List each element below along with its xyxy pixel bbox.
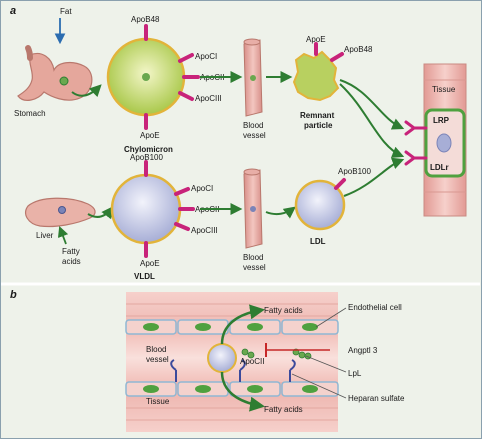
blood-vessel-top-label-1: Blood bbox=[243, 121, 263, 130]
blood-vessel-bottom bbox=[243, 168, 263, 249]
blood-vessel-b-label-2: vessel bbox=[146, 355, 169, 364]
ldl-particle bbox=[294, 178, 346, 231]
chylomicron-particle bbox=[106, 24, 200, 130]
fatty-acids-label-2: acids bbox=[62, 257, 81, 266]
lumen-particle bbox=[207, 343, 237, 373]
vldl-apob100-label: ApoB100 bbox=[130, 153, 163, 162]
remnant-to-ldlr-arrow bbox=[339, 83, 405, 158]
vldl-apoe-label: ApoE bbox=[140, 259, 160, 268]
remnant-to-lrp-arrow bbox=[339, 79, 405, 130]
vldl-apociii-label: ApoCIII bbox=[191, 226, 218, 235]
ldl-label: LDL bbox=[310, 237, 326, 246]
ldl-to-ldlr-arrow bbox=[343, 157, 405, 197]
blood-vessel-top-label-2: vessel bbox=[243, 131, 266, 140]
remnant-particle bbox=[292, 42, 344, 102]
lpl-leader bbox=[305, 355, 347, 373]
lrp-receptor bbox=[404, 120, 428, 136]
remnant-label-1: Remnant bbox=[300, 111, 335, 120]
tissue-b-label: Tissue bbox=[146, 397, 170, 406]
fatty-acids-up-arrow bbox=[220, 304, 265, 345]
blood-vessel-bottom-label-1: Blood bbox=[243, 253, 263, 262]
blood-vessel-bottom-label-2: vessel bbox=[243, 263, 266, 272]
endothelial-leader bbox=[315, 307, 347, 328]
remnant-label-2: particle bbox=[304, 121, 333, 130]
panel-b-letter: b bbox=[10, 289, 17, 301]
ldl-apob100-label: ApoB100 bbox=[338, 167, 371, 176]
fatty-acids-bottom-label: Fatty acids bbox=[264, 405, 303, 414]
liver-to-vldl-arrow bbox=[87, 206, 114, 220]
liver-label: Liver bbox=[36, 231, 54, 240]
chylomicron-apob48-label: ApoB48 bbox=[131, 15, 160, 24]
endothelial-row-top bbox=[125, 319, 339, 335]
fatty-acids-label-1: Fatty bbox=[62, 247, 80, 256]
heparan-leader bbox=[291, 373, 347, 399]
angptl3-label: Angptl 3 bbox=[348, 346, 378, 355]
chylomicron-apociii-label: ApoCIII bbox=[195, 94, 222, 103]
vldl-label: VLDL bbox=[134, 272, 155, 281]
stomach-label: Stomach bbox=[14, 109, 46, 118]
heparan-sulfate-label: Heparan sulfate bbox=[348, 394, 405, 403]
tissue-block bbox=[423, 63, 467, 217]
endothelial-row-bottom bbox=[125, 381, 339, 397]
heparan-sulfate-anchors bbox=[170, 359, 296, 382]
stomach-icon bbox=[17, 45, 93, 101]
fatty-acids-down-arrow bbox=[220, 371, 265, 412]
vldl-particle bbox=[110, 160, 195, 258]
chylomicron-apoci-label: ApoCI bbox=[195, 52, 217, 61]
remnant-apoe-label: ApoE bbox=[306, 35, 326, 44]
ldlr-receptor bbox=[404, 150, 428, 166]
liver-icon bbox=[25, 197, 96, 228]
stomach-to-chylomicron-arrow bbox=[71, 84, 102, 98]
lpl-label: LpL bbox=[348, 369, 362, 378]
panel-a-letter: a bbox=[10, 5, 16, 17]
tissue-label: Tissue bbox=[432, 85, 456, 94]
apocii-b-label: ApoCII bbox=[240, 357, 264, 366]
vldl-apoci-label: ApoCI bbox=[191, 184, 213, 193]
remnant-apob48-label: ApoB48 bbox=[344, 45, 373, 54]
fat-label: Fat bbox=[60, 7, 72, 16]
chylomicron-label: Chylomicron bbox=[124, 145, 173, 154]
chylomicron-apoe-label: ApoE bbox=[140, 131, 160, 140]
lrp-label: LRP bbox=[433, 116, 450, 125]
endothelial-cell-label: Endothelial cell bbox=[348, 303, 402, 312]
fatty-acids-top-label: Fatty acids bbox=[264, 306, 303, 315]
blood-vessel-b-label-1: Blood bbox=[146, 345, 166, 354]
vessel-to-ldl-arrow bbox=[265, 206, 296, 219]
blood-vessel-top bbox=[243, 38, 263, 117]
ldlr-label: LDLr bbox=[430, 163, 449, 172]
fatty-acids-to-liver-arrow bbox=[57, 225, 69, 245]
